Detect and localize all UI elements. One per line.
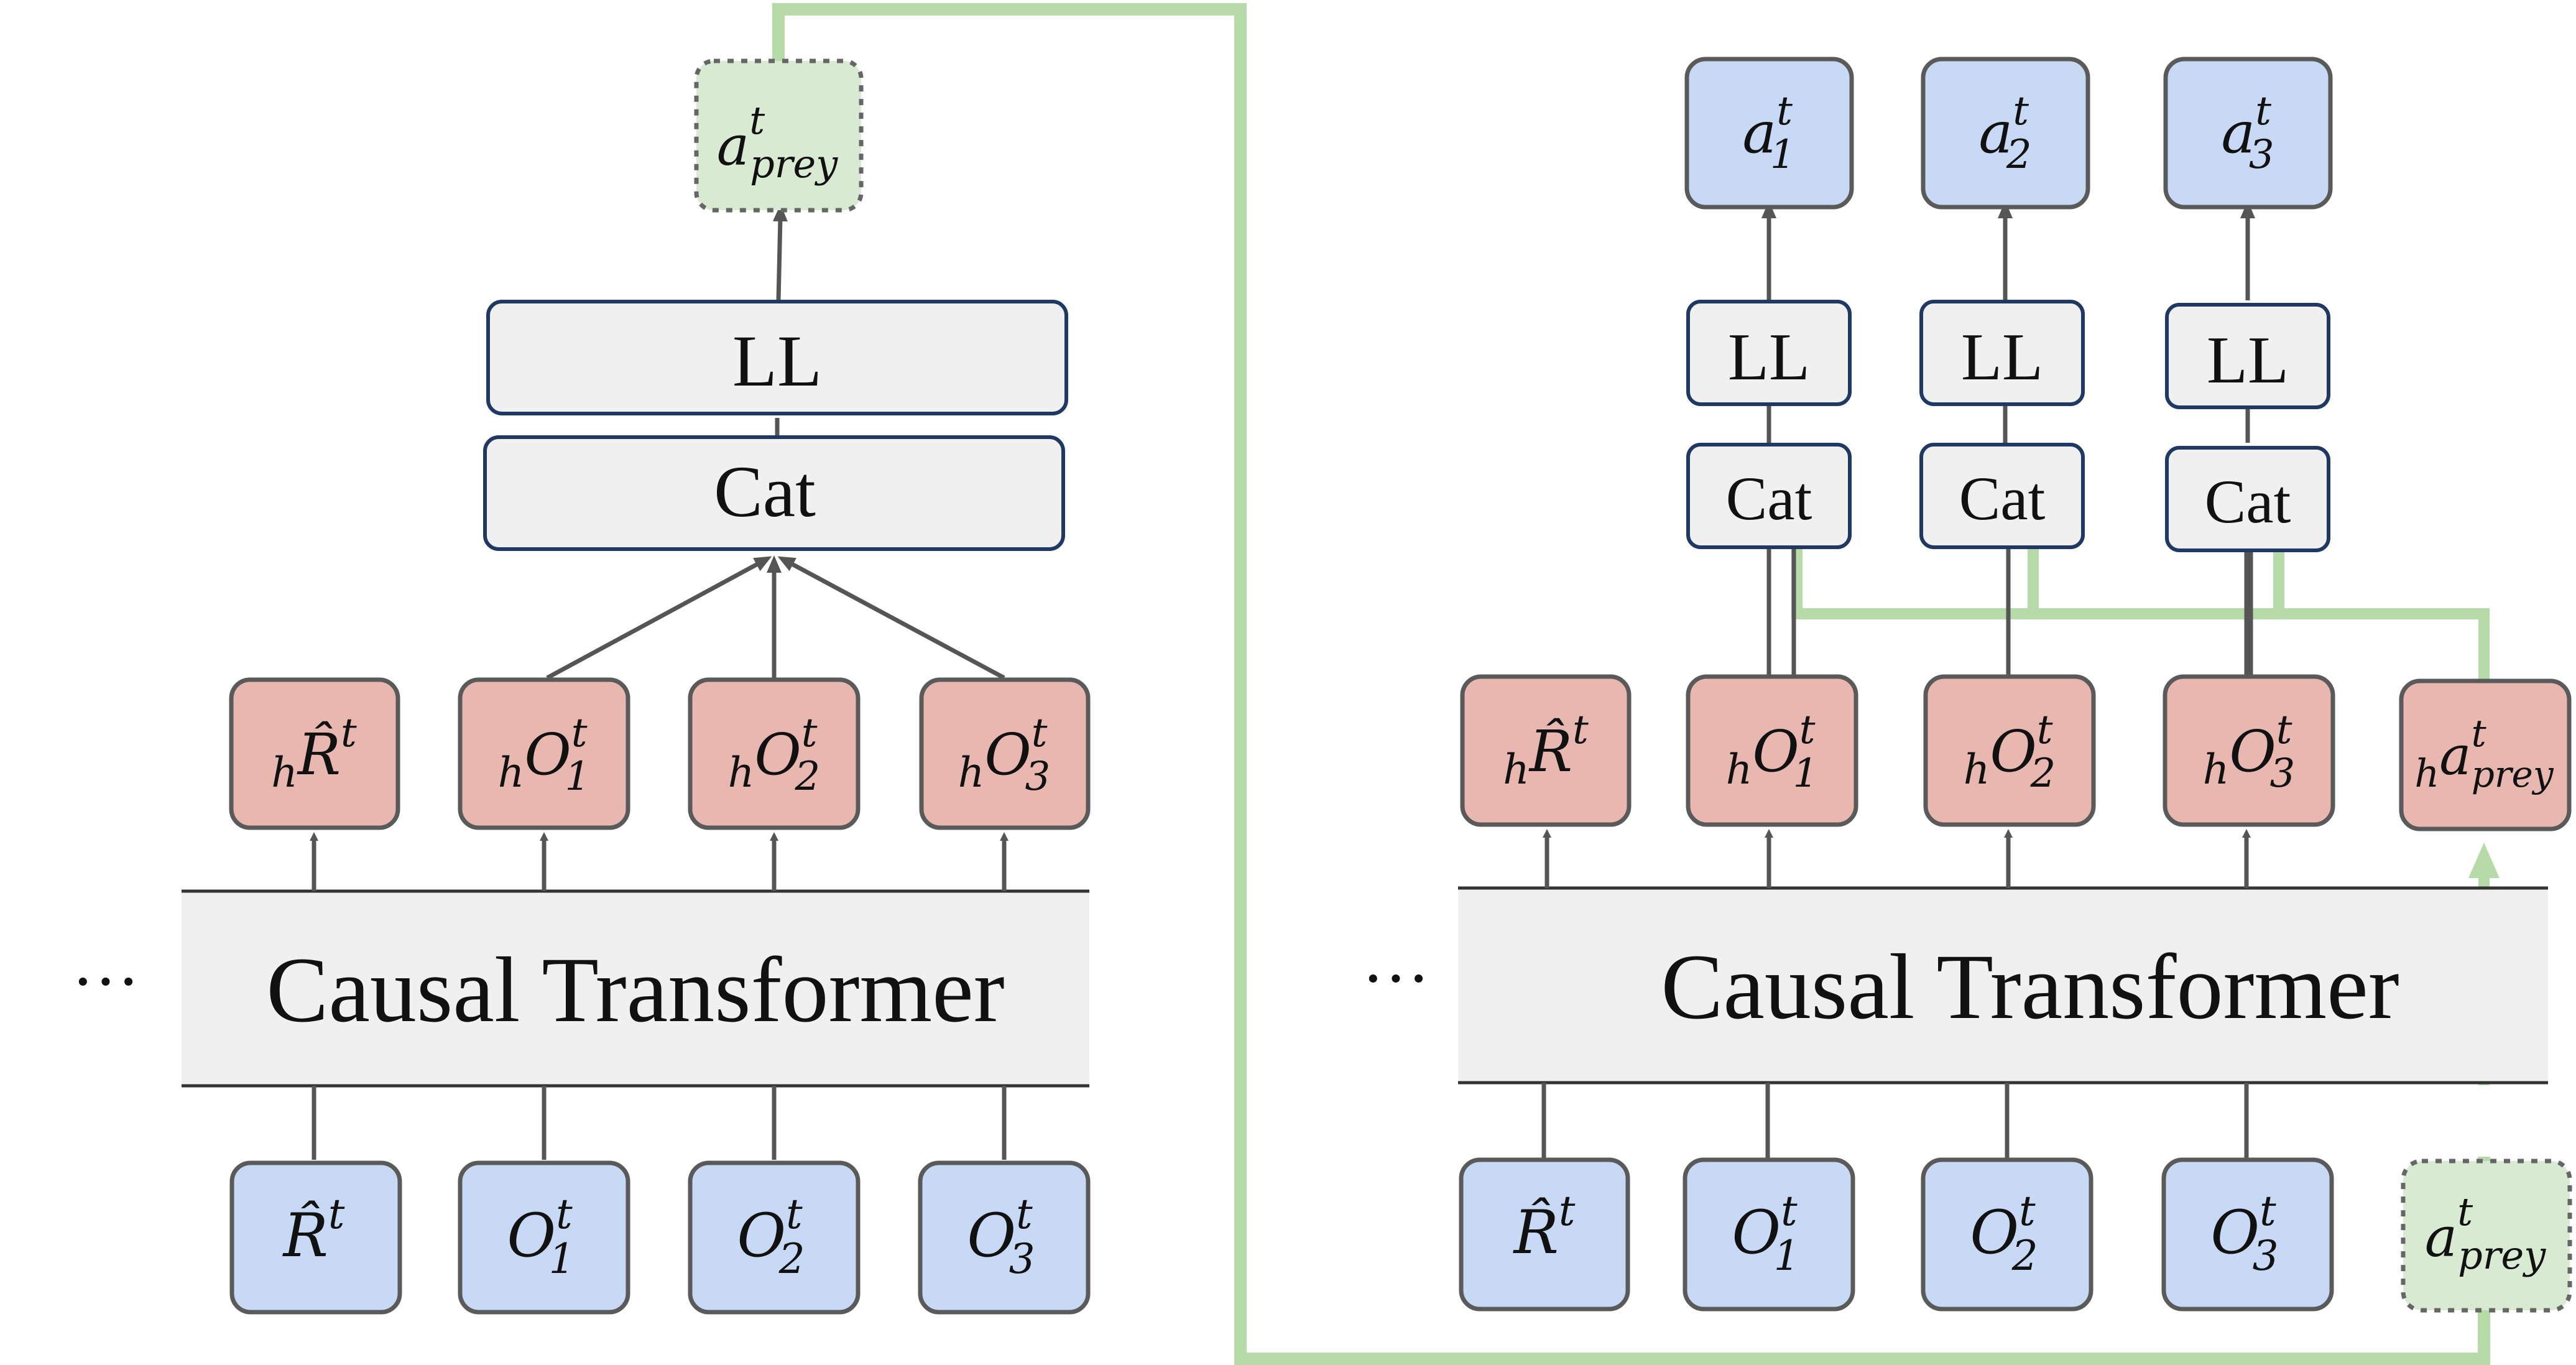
prey-feedback-line [772,3,2490,1365]
right-input-node [2161,1157,2334,1312]
left-input-node [458,1160,630,1315]
left-ll-block [486,300,1068,415]
left-input-node [229,1160,402,1315]
right-head-3-cat-block [2165,446,2330,552]
right-head-2-output-node [1921,57,2090,210]
left-ellipsis: ··· [72,943,140,1019]
right-hidden-node [2399,678,2572,831]
left-hidden-label: hR̂t [271,710,357,797]
right-panel: ··· Causal Transformer [1362,57,2572,1313]
left-hidden-node [458,677,630,830]
right-hidden-node [2163,674,2335,827]
right-hidden-node [1686,674,1858,827]
right-head-3-cat-label: Cat [2205,467,2291,536]
right-head-3-ll-block [2165,303,2330,409]
left-input-node [688,1160,861,1315]
prey-to-cats-line [1791,547,2490,681]
right-head-2-ll-label: LL [1961,320,2043,394]
right-head-1-ll-block [1686,300,1852,406]
right-transformer-block [1458,888,2548,1083]
right-transformer-label: Causal Transformer [1661,935,2399,1039]
right-input-node [1459,1157,1630,1312]
right-head-1-ll-label: LL [1728,320,1810,394]
left-transformer-block [182,891,1089,1086]
right-head-1-cat-block [1686,443,1852,549]
right-input-node-prey [2401,1159,2572,1313]
right-hidden-node [1923,674,2096,827]
left-cat-block [483,435,1065,551]
right-input-node [1683,1157,1855,1312]
left-hidden-node [229,677,400,830]
left-transformer-label: Causal Transformer [266,938,1004,1042]
prey-hidden-arrowhead [2468,843,2500,878]
left-input-label: R̂t [282,1190,345,1270]
left-hidden-node [919,677,1091,830]
left-cat-label: Cat [714,451,816,532]
right-head-2-cat-block [1919,443,2085,549]
left-panel: ··· Causal Transformer [72,58,1091,1315]
right-ellipsis: ··· [1362,940,1430,1016]
right-hidden-node [1460,674,1632,827]
right-head-2-cat-label: Cat [1959,464,2046,533]
left-input-node [918,1160,1091,1315]
right-input-label: R̂t [1513,1187,1576,1267]
right-head-3-ll-label: LL [2207,323,2289,397]
right-head-3-output-node [2163,57,2333,210]
right-head-1-output-node [1684,57,1854,210]
left-ll-label: LL [732,320,822,402]
right-head-1-cat-label: Cat [1726,464,1812,533]
left-prey-action-node [694,58,864,213]
right-head-2-ll-block [1919,300,2085,406]
right-hidden-label: hR̂t [1503,707,1589,794]
left-hidden-node [688,677,861,830]
right-input-node [1921,1157,2094,1312]
